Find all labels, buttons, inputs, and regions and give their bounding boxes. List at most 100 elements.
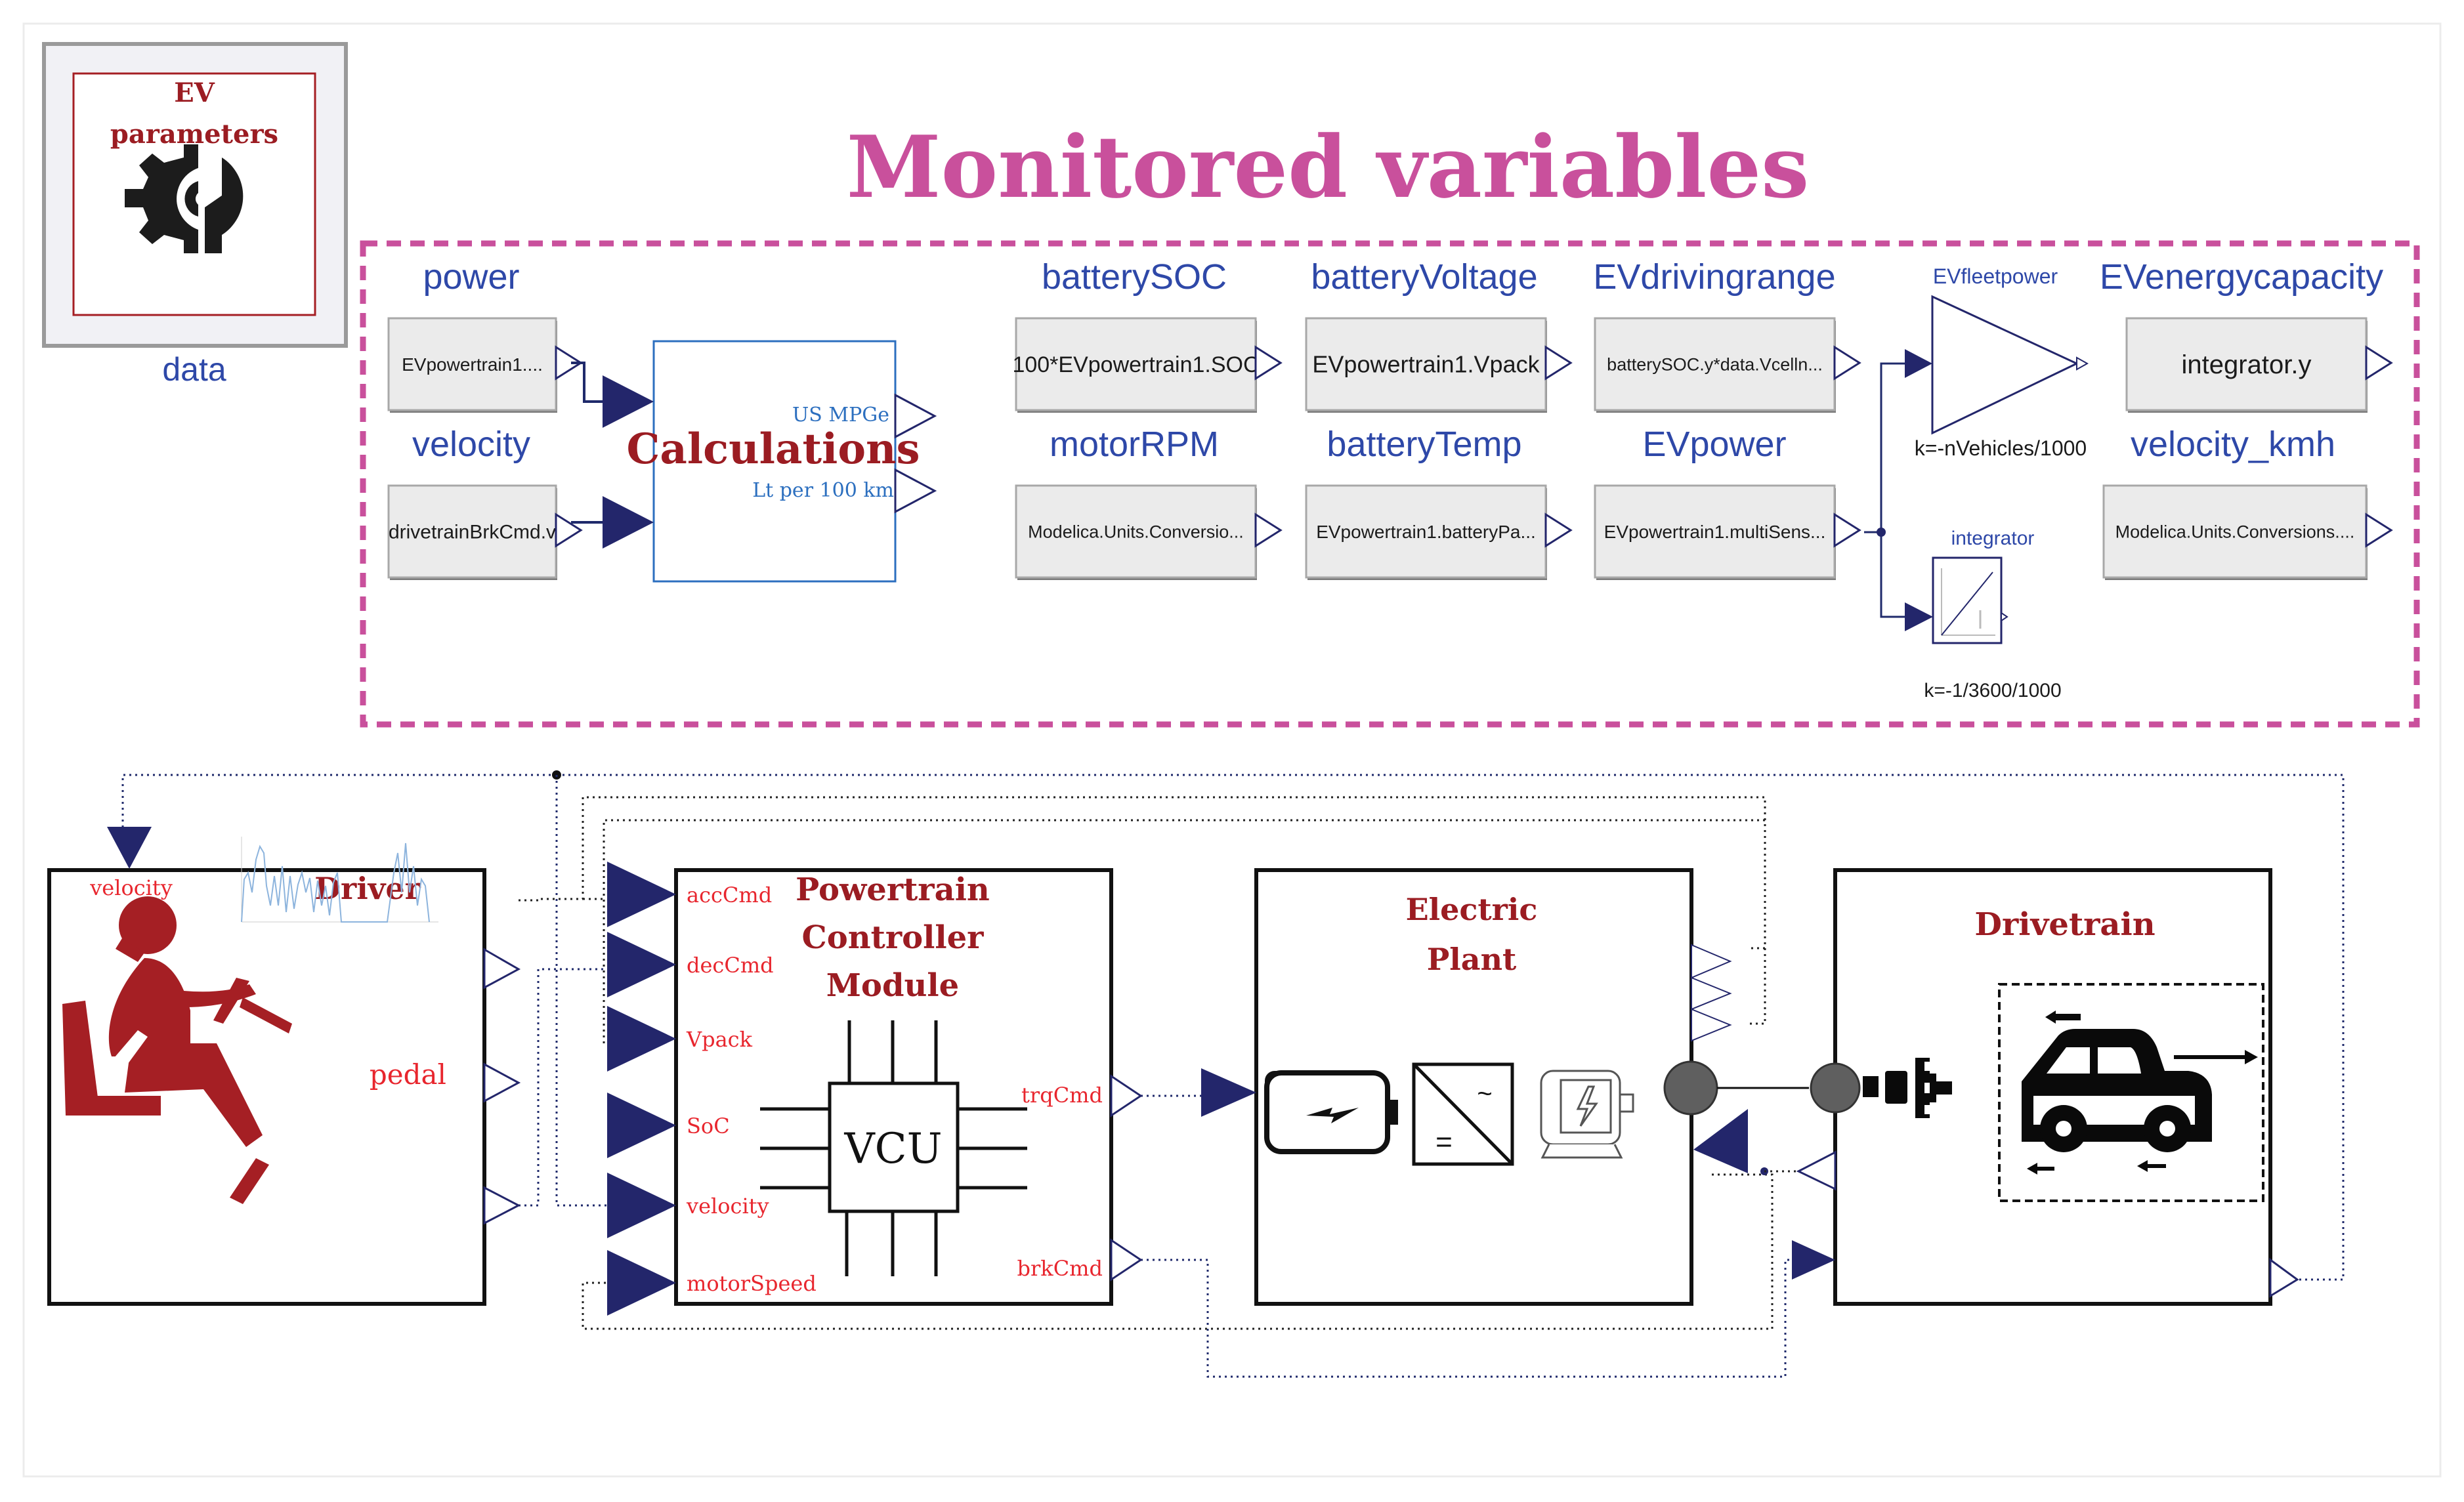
expression-output-port[interactable] <box>1544 345 1573 381</box>
expression-output-port[interactable] <box>2365 512 2393 548</box>
calculations-title: Calculations <box>626 425 920 474</box>
expression-block-EVpower[interactable]: EVpowerEVpowertrain1.multiSens... <box>1594 425 1861 580</box>
electric-plant-title-1: Electric <box>1406 892 1538 927</box>
expression-output-port[interactable] <box>555 512 583 548</box>
pcm-input-port-SoC[interactable] <box>607 1093 676 1158</box>
pcm-input-port-motorSpeed[interactable] <box>607 1250 676 1316</box>
pcm-title-1: Powertrain <box>796 871 990 908</box>
expression-name: batterySOC <box>1042 257 1227 297</box>
calculations-output-port-2[interactable] <box>894 468 937 514</box>
plant-output-port-2[interactable] <box>1691 976 1732 1011</box>
driver-pedal-output-port[interactable] <box>483 1062 521 1103</box>
pcm-input-label-Vpack: Vpack <box>686 1027 753 1052</box>
plant-flange-port[interactable] <box>1663 1060 1718 1116</box>
expression-output-port[interactable] <box>2365 345 2393 381</box>
data-block-title-1: EV <box>174 77 215 108</box>
plant-output-port-1[interactable] <box>1691 944 1732 979</box>
calculations-block[interactable]: Calculations US MPGe Lt per 100 km <box>603 340 937 583</box>
calculations-input-port-1[interactable] <box>603 375 654 428</box>
driver-velocity-input-port[interactable] <box>107 827 152 869</box>
vcu-label: VCU <box>843 1125 942 1173</box>
system-connections <box>121 770 2345 1378</box>
expression-block-batterySOC[interactable]: batterySOC 100*EVpowertrain1.SOC <box>1012 257 1283 413</box>
car-icon <box>2022 1011 2258 1175</box>
expression-output-port[interactable] <box>555 345 583 381</box>
driver-block[interactable]: velocity Driver pedal <box>47 827 521 1306</box>
expression-name: EVdrivingrange <box>1593 257 1835 297</box>
data-block[interactable]: EV parameters data <box>42 42 348 388</box>
driver-pedal-label: pedal <box>370 1058 446 1091</box>
expression-output-port[interactable] <box>1833 345 1861 381</box>
vehicle-boundary <box>1998 983 2264 1202</box>
expression-box <box>1594 484 1836 579</box>
gain-output-port[interactable] <box>2076 356 2089 371</box>
pcm-trqcmd-output-port[interactable] <box>1110 1074 1143 1117</box>
pcm-output-label-trqcmd: trqCmd <box>1021 1083 1103 1108</box>
expression-value: EVpowertrain1.batteryPa... <box>1316 522 1536 542</box>
expression-block-batteryTemp[interactable]: batteryTempEVpowertrain1.batteryPa... <box>1305 425 1573 580</box>
plant-output-ports <box>1691 944 1732 1042</box>
connection-evpower-to-integrator <box>1880 532 1905 618</box>
calculations-input-port-2[interactable] <box>603 496 654 549</box>
expression-block-velocity_kmh[interactable]: velocity_kmhModelica.Units.Conversions..… <box>2102 425 2393 580</box>
pcm-input-label-accCmd: accCmd <box>687 883 772 907</box>
calculations-output-port-1[interactable] <box>894 393 937 439</box>
gain-triangle <box>1931 295 2079 435</box>
integrator-param: k=-1/3600/1000 <box>1924 680 2061 701</box>
connection-power-to-calculations <box>571 362 603 403</box>
pcm-input-port-velocity[interactable] <box>607 1173 676 1238</box>
calculations-out2-label: Lt per 100 km <box>752 479 894 502</box>
pcm-title-2: Controller <box>802 919 985 956</box>
integrator-output-port[interactable] <box>2001 612 2008 622</box>
expression-output-port[interactable] <box>1254 345 1283 381</box>
expression-blocks: powerEVpowertrain1....velocitydrivetrain… <box>387 257 2393 580</box>
expression-output-port[interactable] <box>1833 512 1861 548</box>
expression-value: Modelica.Units.Conversions.... <box>2115 522 2355 541</box>
expression-value: EVpowertrain1.... <box>402 354 543 375</box>
pcm-input-port-accCmd[interactable] <box>607 862 676 927</box>
expression-block-power[interactable]: powerEVpowertrain1.... <box>387 257 583 413</box>
expression-value: 100*EVpowertrain1.SOC <box>1012 352 1259 377</box>
gain-block[interactable]: EVfleetpower k=-nVehicles/1000 <box>1905 264 2089 460</box>
driver-title: Driver <box>314 871 421 906</box>
driver-output-port-3[interactable] <box>483 1186 521 1225</box>
expression-box <box>2102 484 2368 579</box>
expression-value: integrator.y <box>2182 350 2312 379</box>
gain-input-port[interactable] <box>1905 349 1932 378</box>
expression-block-EVdrivingrange[interactable]: EVdrivingrangebatterySOC.y*data.Vcelln..… <box>1593 257 1861 413</box>
pcm-input-label-motorSpeed: motorSpeed <box>687 1271 817 1296</box>
plant-speed-input-port[interactable] <box>1693 1109 1748 1173</box>
electric-plant-trq-input-port[interactable] <box>1201 1068 1256 1117</box>
drivetrain-brkcmd-input-port[interactable] <box>1792 1240 1835 1280</box>
inverter-dc-symbol: = <box>1435 1126 1453 1158</box>
drivetrain-block[interactable]: Drivetrain <box>1792 868 2299 1306</box>
velocity-profile-thumbnail <box>241 837 438 923</box>
pcm-input-port-decCmd[interactable] <box>607 932 676 997</box>
pcm-output-label-brkcmd: brkCmd <box>1017 1256 1103 1281</box>
vcu-chip-icon <box>760 1020 1027 1276</box>
expression-output-port[interactable] <box>1544 512 1573 548</box>
inverter-icon: ~ = <box>1412 1062 1514 1166</box>
driver-seated-icon <box>62 896 292 1204</box>
electric-plant-block[interactable]: Electric Plant ~ = <box>1201 868 1748 1306</box>
pcm-block[interactable]: Powertrain Controller Module VCU accCmdd… <box>607 862 1143 1316</box>
integrator-input-port[interactable] <box>1905 602 1933 631</box>
connection-motor-speed <box>582 1173 1774 1330</box>
pcm-input-label-decCmd: decCmd <box>687 953 774 978</box>
pcm-input-port-Vpack[interactable] <box>607 1006 676 1072</box>
pcm-brkcmd-output-port[interactable] <box>1110 1238 1143 1282</box>
expression-block-motorRPM[interactable]: motorRPMModelica.Units.Conversio... <box>1015 425 1283 580</box>
driver-output-port-1[interactable] <box>483 948 521 990</box>
connection-evpower-to-gain <box>1864 362 1905 533</box>
expression-output-port[interactable] <box>1254 512 1283 548</box>
drivetrain-speed-output-port[interactable] <box>1796 1150 1837 1191</box>
expression-name: velocity_kmh <box>2131 425 2335 464</box>
drivetrain-velocity-output-port[interactable] <box>2269 1258 2299 1298</box>
integrator-block[interactable]: integrator k=-1/3600/1000 <box>1905 528 2062 701</box>
plant-output-port-3[interactable] <box>1691 1008 1732 1042</box>
drivetrain-flange-port[interactable] <box>1810 1062 1861 1114</box>
